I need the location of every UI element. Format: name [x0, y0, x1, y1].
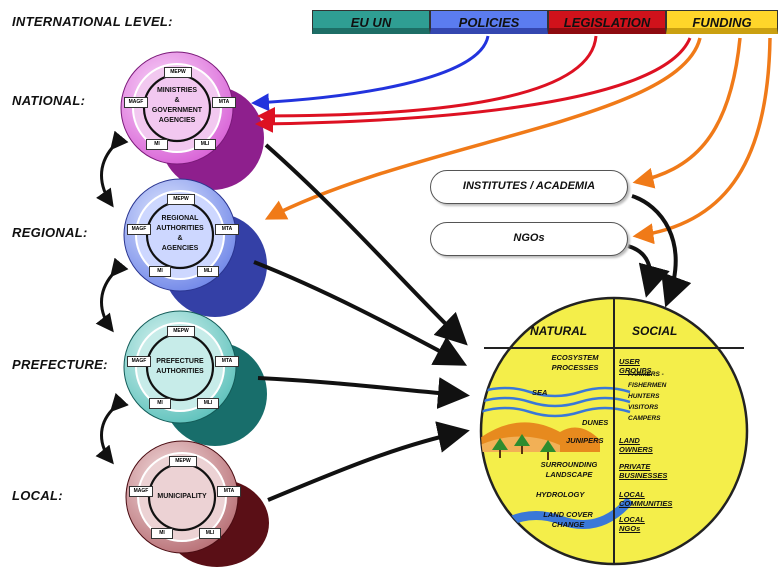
juniper-trees: [492, 434, 556, 460]
label-line: LAND COVER: [543, 510, 593, 519]
arrow-prefecture-to-circle: [257, 376, 470, 410]
list-item: FARMERS - FISHERMEN: [628, 371, 667, 389]
label-line: LANDSCAPE: [545, 470, 593, 479]
ngos-box: NGOs: [430, 222, 628, 256]
label-line: AUTHORITIES: [156, 225, 204, 232]
double-arrow-prefecture-local: [95, 392, 129, 465]
tag-mi: MI: [149, 266, 171, 277]
label-line: PROCESSES: [551, 363, 599, 372]
prefecture-level-label: PREFECTURE:: [12, 357, 108, 372]
local-level-label: LOCAL:: [12, 488, 63, 503]
tag-mli: MLI: [194, 139, 216, 150]
label-line: AUTHORITIES: [156, 368, 204, 375]
tab-eu-un: EU UN: [312, 10, 430, 34]
label-line: &: [177, 235, 183, 242]
tag-magf: MAGF: [127, 356, 151, 367]
arrow-local-to-circle: [267, 421, 470, 502]
sea-label: SEA: [532, 388, 548, 397]
tag-mepw: MEPW: [167, 326, 195, 337]
private-businesses-label: PRIVATE BUSINESSES: [619, 462, 668, 480]
arrow-regional-to-circle: [253, 260, 468, 366]
local-cylinder-label: MUNICIPALITY: [142, 492, 222, 502]
tab-legislation: LEGISLATION: [548, 10, 666, 34]
tag-magf: MAGF: [124, 97, 148, 108]
tag-mli: MLI: [197, 266, 219, 277]
local-cylinder: [125, 440, 269, 567]
dunes-label: DUNES: [582, 418, 609, 427]
natural-social-circle: [479, 296, 749, 566]
policies-arrow: [251, 35, 490, 112]
funding-arrow-institutes: [632, 37, 742, 189]
tab-policies: POLICIES: [430, 10, 548, 34]
regional-cylinder-label: REGIONAL AUTHORITIES & AGENCIES: [140, 214, 220, 254]
prefecture-cylinder-label: PREFECTURE AUTHORITIES: [140, 357, 220, 377]
tag-mta: MTA: [215, 356, 239, 367]
tag-magf: MAGF: [127, 224, 151, 235]
prefecture-cylinder: [123, 310, 267, 446]
label-line: CHANGE: [551, 520, 585, 529]
tag-mi: MI: [151, 528, 173, 539]
label-line: PREFECTURE: [156, 358, 204, 365]
institutes-academia-box: INSTITUTES / ACADEMIA: [430, 170, 628, 204]
surrounding-landscape-label: SURROUNDING LANDSCAPE: [524, 460, 614, 480]
natural-header: NATURAL: [530, 324, 588, 338]
label-line: AGENCIES: [158, 117, 196, 124]
land-cover-change-label: LAND COVER CHANGE: [528, 510, 608, 530]
international-level-label: INTERNATIONAL LEVEL:: [12, 14, 173, 29]
double-arrow-regional-prefecture: [95, 257, 129, 333]
user-groups-label: USER GROUPS: [619, 357, 652, 375]
funding-arrow-regional: [264, 37, 702, 220]
national-level-label: NATIONAL:: [12, 93, 86, 108]
national-cylinder: [120, 51, 264, 190]
label-line: MINISTRIES: [156, 87, 198, 94]
label-line: AGENCIES: [161, 245, 199, 252]
hydrology-label: HYDROLOGY: [536, 490, 585, 499]
junipers-label: JUNIPERS: [566, 436, 604, 445]
tag-mli: MLI: [197, 398, 219, 409]
tag-mepw: MEPW: [164, 67, 192, 78]
legislation-arrow-2: [255, 37, 692, 133]
regional-cylinder: [123, 178, 267, 317]
double-arrow-national-regional: [96, 130, 129, 208]
tag-mta: MTA: [215, 224, 239, 235]
list-item: CAMPERS: [628, 415, 661, 422]
national-cylinder-label: MINISTRIES & GOVERNMENT AGENCIES: [137, 86, 217, 126]
legislation-arrow: [257, 35, 598, 125]
funding-arrow-ngos: [632, 37, 772, 245]
list-item: VISITORS: [628, 404, 659, 411]
tag-mi: MI: [149, 398, 171, 409]
local-ngos-label: LOCAL NGOs: [619, 515, 645, 533]
social-header: SOCIAL: [632, 324, 678, 338]
list-item: HUNTERS: [628, 393, 660, 400]
label-line: GOVERNMENT: [151, 107, 203, 114]
tag-mta: MTA: [212, 97, 236, 108]
ecosystem-processes-label: ECOSYSTEM PROCESSES: [540, 353, 610, 373]
tag-mi: MI: [146, 139, 168, 150]
label-line: &: [174, 97, 180, 104]
label-line: ECOSYSTEM: [551, 353, 599, 362]
arrow-institutes-to-circle: [631, 194, 692, 308]
label-line: REGIONAL: [161, 215, 199, 222]
tag-magf: MAGF: [129, 486, 153, 497]
tag-mepw: MEPW: [169, 456, 197, 467]
land-owners-label: LAND OWNERS: [619, 436, 653, 454]
label-line: MUNICIPALITY: [157, 493, 207, 500]
regional-level-label: REGIONAL:: [12, 225, 88, 240]
tag-mli: MLI: [199, 528, 221, 539]
label-line: SURROUNDING: [540, 460, 598, 469]
arrow-ngos-to-circle: [627, 244, 670, 298]
arrow-national-to-circle: [264, 143, 468, 346]
tab-funding: FUNDING: [666, 10, 778, 34]
tag-mta: MTA: [217, 486, 241, 497]
user-groups-list: FARMERS - FISHERMEN HUNTERS VISITORS CAM…: [628, 369, 666, 424]
local-communities-label: LOCAL COMMUNITIES: [619, 490, 673, 508]
tag-mepw: MEPW: [167, 194, 195, 205]
